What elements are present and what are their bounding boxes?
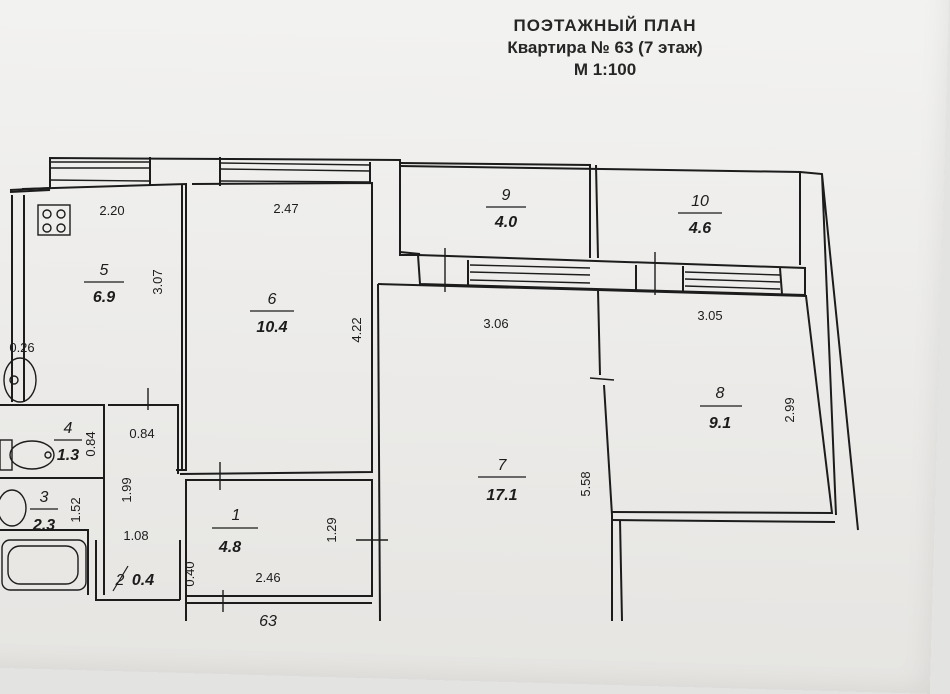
room-10-label: 10 4.6 (678, 193, 722, 237)
room-area: 9.1 (709, 415, 731, 432)
room-area: 0.4 (132, 572, 154, 589)
room-number: 4 (64, 420, 73, 437)
dimension-label: 1.29 (324, 517, 339, 542)
apartment-label: Квартира № 63 (7 этаж) (507, 38, 703, 57)
dimension-label: 3.05 (697, 308, 722, 323)
room-number: 5 (100, 262, 109, 279)
room-area: 1.3 (57, 447, 79, 464)
room-area: 17.1 (486, 487, 517, 504)
floor-plan-page: ПОЭТАЖНЫЙ ПЛАН Квартира № 63 (7 этаж) М … (0, 16, 859, 630)
plumbing-fixtures (0, 204, 87, 591)
room-4-label: 4 1.3 (54, 420, 82, 464)
room-number: 8 (716, 385, 725, 402)
dimension-label: 5.58 (578, 471, 593, 496)
room-area: 4.8 (218, 539, 241, 556)
dimension-label: 2.47 (273, 201, 298, 216)
dimension-label: 0.84 (129, 426, 154, 441)
room-labels: 5 6.9 6 10.4 9 4.0 10 4.6 7 (30, 187, 742, 592)
bathtub-icon (1, 539, 87, 591)
sink-icon (3, 357, 37, 403)
room-5-label: 5 6.9 (84, 262, 124, 306)
dimension-label: 3.06 (483, 316, 508, 331)
room-6-label: 6 10.4 (250, 291, 294, 336)
washbasin-icon (0, 489, 27, 527)
room-number: 9 (502, 187, 511, 204)
dimension-label: 0.26 (9, 340, 34, 355)
room-2-label: 2 0.4 (112, 565, 154, 592)
room-area: 4.0 (494, 214, 517, 231)
room-7-label: 7 17.1 (478, 457, 526, 504)
dimension-label: 4.22 (349, 317, 364, 342)
title-block: ПОЭТАЖНЫЙ ПЛАН Квартира № 63 (7 этаж) М … (440, 16, 770, 80)
dimension-ticks (147, 248, 656, 612)
room-area: 2.3 (32, 517, 55, 534)
stove-icon (37, 204, 71, 236)
room-number: 7 (498, 457, 508, 474)
dimension-label: 2.20 (99, 203, 124, 218)
dimension-label: 1.99 (119, 477, 134, 502)
toilet-icon (9, 440, 55, 470)
dimension-label: 0.40 (182, 561, 197, 586)
room-1-label: 1 4.8 (212, 507, 258, 556)
dimension-label: 0.84 (83, 431, 98, 456)
room-area: 4.6 (688, 220, 711, 237)
dimension-label: 3.07 (150, 269, 165, 294)
room-3-label: 3 2.3 (30, 489, 58, 534)
room-number: 1 (232, 507, 241, 524)
walls (0, 156, 859, 622)
room-number: 10 (691, 193, 709, 210)
scale-label: М 1:100 (573, 60, 637, 79)
dimension-label: 1.52 (68, 497, 83, 522)
room-area: 6.9 (93, 289, 115, 306)
dimension-label: 2.99 (782, 397, 797, 422)
dimension-label: 1.08 (123, 528, 148, 543)
dimension-label: 2.46 (255, 570, 280, 585)
room-number: 3 (40, 489, 49, 506)
room-area: 10.4 (256, 319, 287, 336)
dimension-labels: 2.20 3.07 2.47 4.22 0.26 0.84 0.84 1.99 … (9, 201, 797, 587)
plan-title: ПОЭТАЖНЫЙ ПЛАН (513, 16, 697, 35)
room-9-label: 9 4.0 (486, 187, 526, 231)
partial-room-label: 63 (259, 613, 277, 630)
room-number: 6 (268, 291, 277, 308)
room-8-label: 8 9.1 (700, 385, 742, 432)
floor-plan-drawing: 5 6.9 6 10.4 9 4.0 10 4.6 7 (0, 156, 859, 630)
